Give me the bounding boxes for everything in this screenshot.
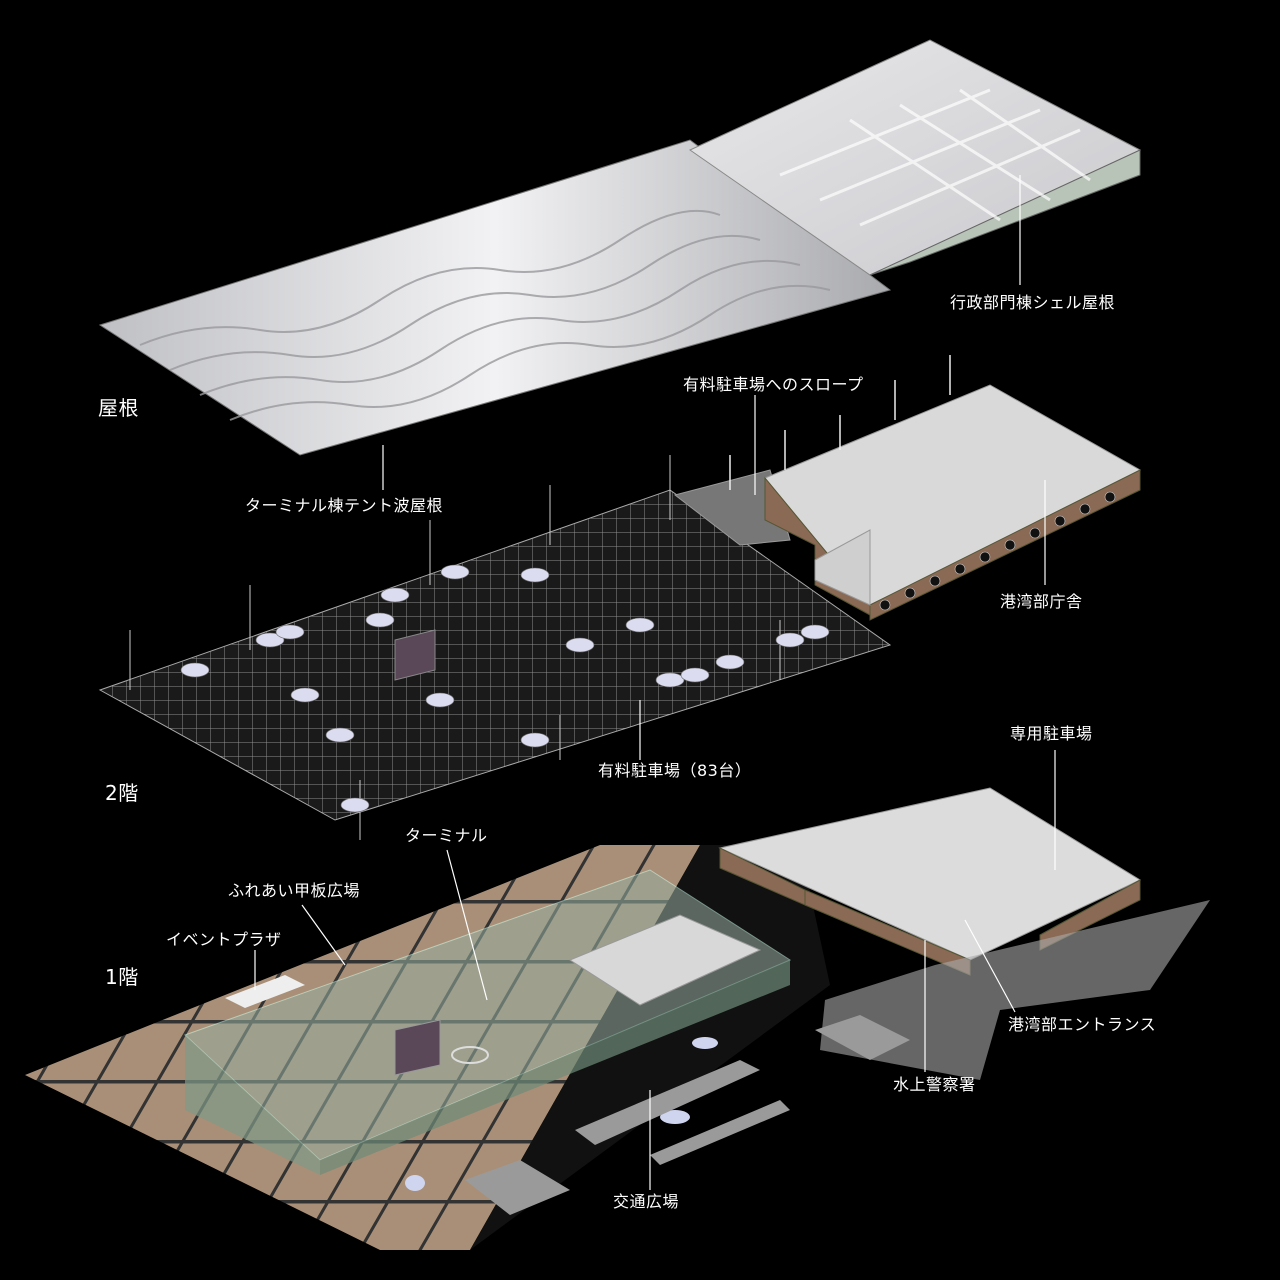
label-terminal: ターミナル — [405, 826, 488, 845]
label-port-office: 港湾部庁舎 — [1000, 592, 1083, 611]
label-transport-plaza: 交通広場 — [613, 1192, 680, 1211]
label-paid-parking: 有料駐車場（83台） — [598, 761, 752, 780]
transport-plaza — [465, 1015, 910, 1215]
parking-slope — [673, 469, 791, 546]
admin-shell-roof — [688, 39, 1142, 276]
deck-plaza-leader — [301, 904, 346, 966]
water-police-building — [718, 787, 1210, 1080]
label-admin-shell-roof: 行政部門棟シェル屋根 — [950, 293, 1116, 312]
label-private-parking: 専用駐車場 — [1010, 724, 1093, 743]
label-terminal-tent-roof: ターミナル棟テント波屋根 — [245, 496, 444, 515]
port-entrance-leader — [964, 919, 1016, 1013]
floor-label-second: 2階 — [105, 781, 139, 805]
floor-label-first: 1階 — [105, 965, 139, 989]
port-office-building — [729, 355, 1142, 621]
terminal-tent-wave-roof — [98, 139, 892, 456]
label-water-police: 水上警察署 — [893, 1075, 976, 1094]
label-event-plaza: イベントプラザ — [166, 930, 282, 949]
label-deck-plaza: ふれあい甲板広場 — [228, 881, 361, 900]
terminal-glass-building — [184, 869, 792, 1191]
paid-parking-deck — [98, 455, 892, 840]
floor-label-roof: 屋根 — [98, 396, 139, 420]
terminal-leader — [446, 849, 488, 1001]
label-slope: 有料駐車場へのスロープ — [683, 375, 864, 394]
label-port-entrance: 港湾部エントランス — [1008, 1015, 1157, 1034]
